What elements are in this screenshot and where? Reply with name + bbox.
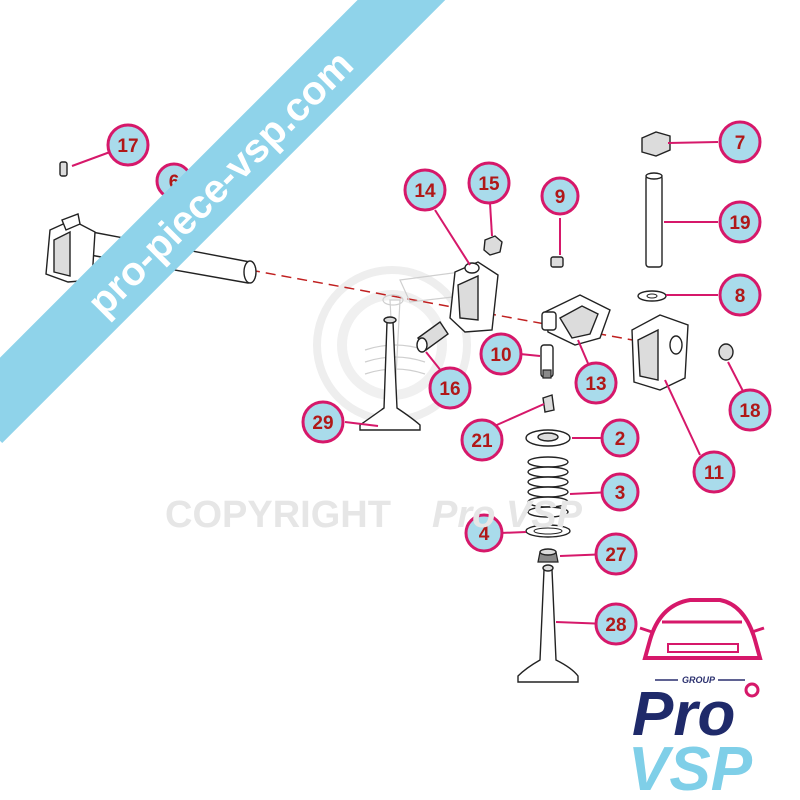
valve-29-part — [359, 316, 421, 431]
copyright-brand-text: Pro VSP — [432, 494, 583, 536]
rocker-arm-13-part — [541, 294, 611, 346]
pro-vsp-logo: GROUP Pro VSP — [628, 598, 765, 800]
logo-vsp-text: VSP — [628, 735, 753, 800]
callout-label: 8 — [735, 286, 746, 307]
callout-label: 11 — [704, 463, 725, 484]
callout-4: 4 — [464, 513, 504, 553]
nut-7-part — [641, 131, 671, 157]
callout-29: 29 — [301, 400, 345, 444]
callout-11: 11 — [692, 450, 736, 494]
callout-label: 10 — [490, 345, 511, 366]
copyright-watermark: COPYRIGHT Pro VSP — [165, 494, 583, 536]
callout-label: 14 — [414, 181, 436, 202]
callout-label: 3 — [615, 483, 626, 504]
callout-10: 10 — [479, 332, 523, 376]
callout-label: 6 — [169, 172, 180, 193]
spacer-16-part — [416, 321, 449, 353]
callout-16: 16 — [428, 366, 472, 410]
callout-28: 28 — [594, 602, 638, 646]
valve-seal-27-part — [537, 548, 559, 563]
retainer-2-part — [525, 429, 571, 447]
callout-label: 18 — [739, 401, 760, 422]
callout-19: 19 — [718, 200, 762, 244]
callout-label: 17 — [117, 136, 138, 157]
callout-label: 15 — [478, 174, 500, 195]
callout-label: 13 — [585, 374, 606, 395]
keepers-21-part — [542, 394, 555, 413]
washer-4-part — [525, 524, 571, 538]
callout-label: 28 — [605, 615, 626, 636]
adjuster-10-part — [540, 344, 554, 379]
callout-8: 8 — [718, 273, 762, 317]
valve-28-part — [517, 564, 579, 683]
callout-27: 27 — [594, 532, 638, 576]
stud-19-part — [645, 172, 663, 268]
nut-15-part — [483, 235, 503, 256]
left-shaft-bracket-part — [45, 213, 96, 283]
callout-7: 7 — [718, 120, 762, 164]
callout-13: 13 — [574, 361, 618, 405]
callout-label: 2 — [615, 429, 626, 450]
logo-group-text: GROUP — [682, 675, 716, 685]
car-outline-icon — [642, 598, 763, 660]
copyright-text: COPYRIGHT — [165, 494, 391, 536]
callout-21: 21 — [460, 418, 504, 462]
callout-label: 21 — [471, 431, 493, 452]
spring-3-part — [527, 456, 569, 518]
callout-3: 3 — [600, 472, 640, 512]
callout-label: 29 — [312, 413, 333, 434]
hex-nut-icon — [744, 682, 760, 698]
callout-label: 19 — [729, 213, 750, 234]
logo-pro-text: Pro — [632, 680, 735, 749]
plug-18-part — [718, 343, 734, 361]
callout-9: 9 — [540, 176, 580, 216]
right-shaft-bracket-11-part — [631, 314, 689, 391]
callout-18: 18 — [728, 388, 772, 432]
callout-label: 9 — [555, 187, 566, 208]
rocker-arm-14-part — [449, 261, 499, 333]
callout-14: 14 — [403, 168, 447, 212]
pin-part — [59, 161, 68, 177]
callout-15: 15 — [467, 161, 511, 205]
callout-label: 4 — [479, 524, 490, 545]
callout-label: 27 — [605, 545, 626, 566]
callout-label: 7 — [735, 133, 746, 154]
callout-2: 2 — [600, 418, 640, 458]
callout-label: 16 — [439, 379, 460, 400]
cap-9-part — [550, 256, 564, 268]
washer-8-part — [637, 290, 667, 302]
callout-17: 17 — [106, 123, 150, 167]
